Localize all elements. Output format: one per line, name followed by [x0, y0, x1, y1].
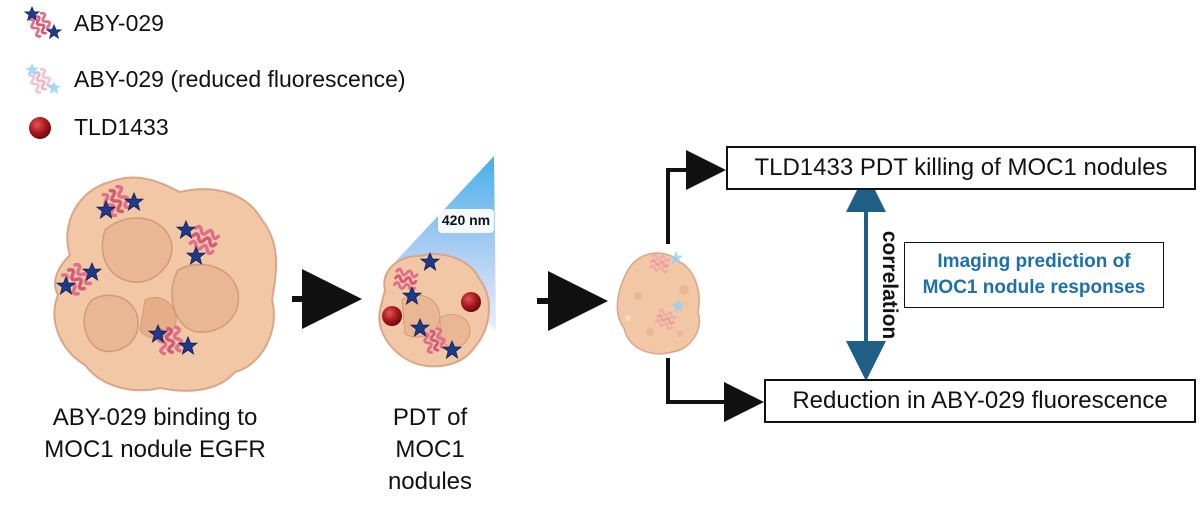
step1-caption: ABY-029 binding to MOC1 nodule EGFR	[20, 402, 290, 466]
wavelength-label: 420 nm	[441, 212, 491, 228]
step1-caption-line: ABY-029 binding to	[52, 404, 258, 431]
step2-caption: PDT of MOC1 nodules	[370, 402, 490, 498]
prediction-box: Imaging prediction of MOC1 nodule respon…	[904, 242, 1164, 308]
prediction-line: MOC1 nodule responses	[922, 277, 1146, 298]
legend-label-tld1433: TLD1433	[74, 114, 169, 140]
aby029-star-icon	[24, 6, 62, 39]
legend-label-aby029-reduced: ABY-029 (reduced fluorescence)	[74, 66, 406, 92]
correlation-label: correlation	[878, 230, 901, 340]
legend-label-aby029: ABY-029	[74, 10, 164, 36]
tld1433-sphere-icon	[29, 117, 51, 139]
step1-caption-line: MOC1 nodule EGFR	[44, 436, 266, 463]
branch-arrow-top	[666, 150, 726, 244]
branch-arrow-bottom	[666, 358, 764, 422]
step2-caption-line: nodules	[387, 468, 473, 495]
wavelength-badge	[438, 209, 494, 233]
step2-caption-line: MOC1	[395, 436, 465, 463]
outcome-box-killing: TLD1433 PDT killing of MOC1 nodules	[726, 146, 1196, 190]
moc1-nodule-illustration	[53, 176, 277, 392]
outcome-killing-text: TLD1433 PDT killing of MOC1 nodules	[754, 154, 1168, 181]
pdt-nodule-illustration	[378, 252, 490, 368]
outcome-box-fluorescence: Reduction in ABY-029 fluorescence	[764, 379, 1196, 423]
step2-caption-line: PDT of	[392, 404, 468, 431]
treated-nodule-illustration	[616, 251, 701, 355]
prediction-line: Imaging prediction of	[937, 251, 1131, 272]
outcome-fluorescence-text: Reduction in ABY-029 fluorescence	[792, 387, 1168, 414]
aby029-faded-icon	[25, 63, 61, 95]
